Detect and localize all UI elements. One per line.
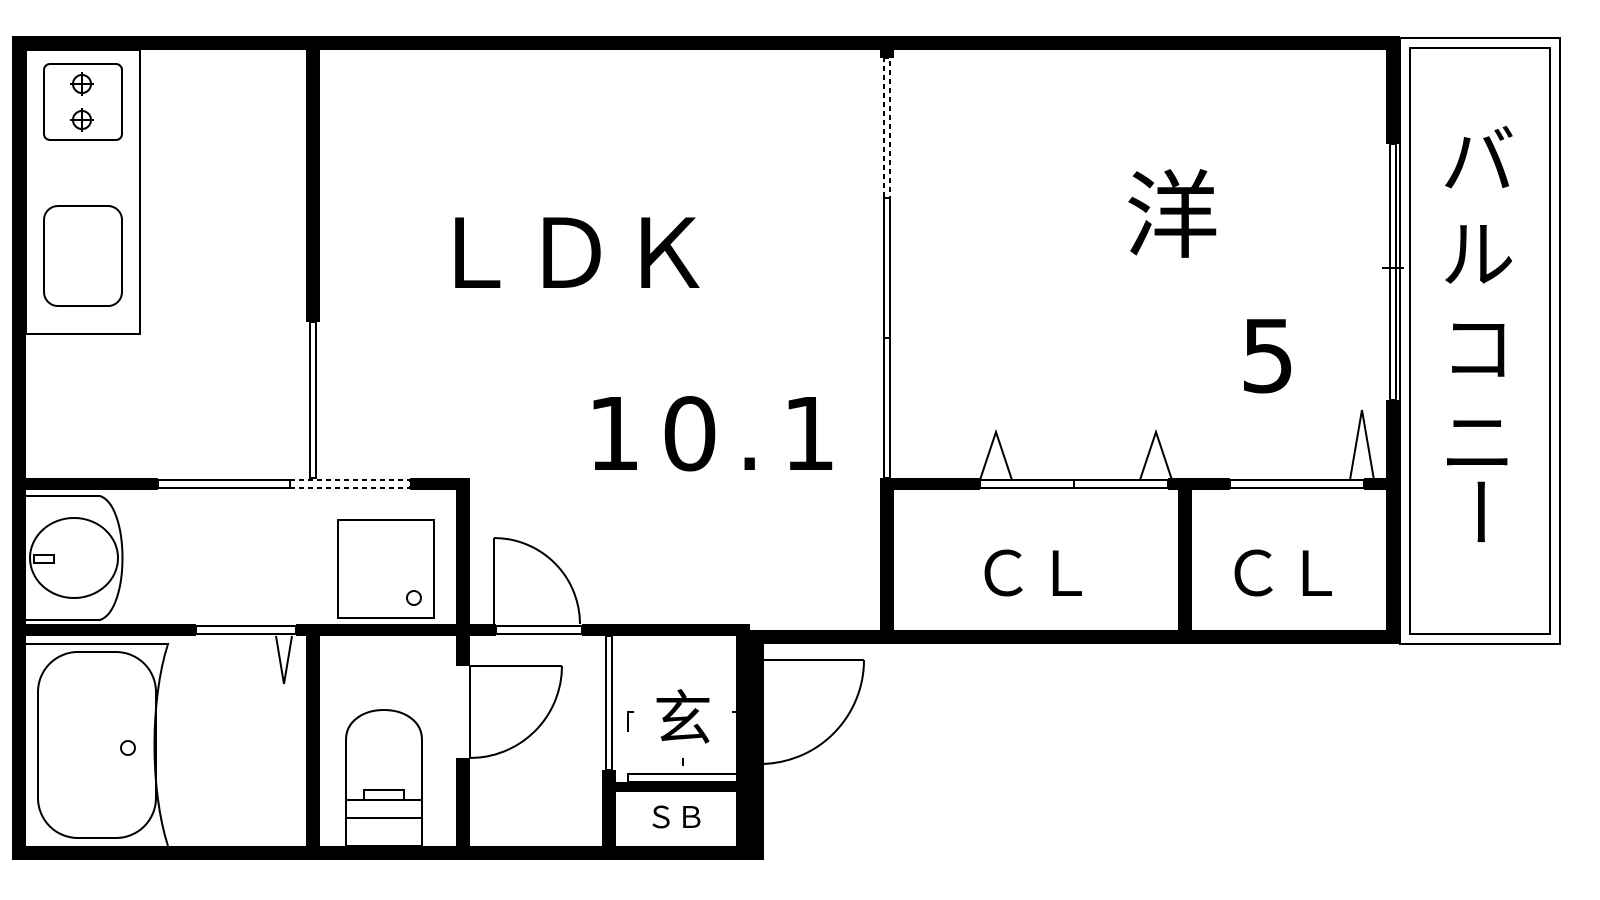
- bath-door-icon: [275, 635, 293, 685]
- balcony-label-char: ニ: [1440, 399, 1516, 488]
- shoe-box-label: ＳＢ: [646, 801, 706, 836]
- closet-2-label: ＣＬ: [1222, 538, 1346, 611]
- interior-walls: [26, 50, 1404, 846]
- balcony-label-char: ル: [1440, 211, 1516, 300]
- sink-icon: [43, 205, 123, 307]
- kitchen-counter: [25, 49, 141, 335]
- balcony-label-char: バ: [1440, 117, 1516, 206]
- balcony-label-char: コ: [1440, 305, 1516, 394]
- outer-walls: [12, 36, 1400, 860]
- stove-icon: [43, 63, 123, 141]
- western-size-label: 5: [1236, 299, 1300, 416]
- entrance-label: 玄: [653, 685, 713, 755]
- washbasin-icon: [26, 495, 124, 621]
- entrance-step: [627, 711, 739, 766]
- balcony-label-char: ー: [1434, 474, 1523, 550]
- ldk-size-label: 10.1: [583, 377, 854, 494]
- door-swing-icon: [469, 537, 865, 765]
- toilet-icon: [345, 709, 423, 847]
- balcony-label: バ ル コ ニ ー: [1434, 117, 1523, 550]
- bathtub-icon: [26, 643, 170, 847]
- closet-door-icon: [979, 409, 1375, 481]
- closet-1-label: ＣＬ: [972, 538, 1096, 611]
- balcony-rail: [1399, 37, 1561, 645]
- washing-machine-icon: [337, 519, 435, 619]
- western-room-label: 洋: [1124, 161, 1220, 273]
- ldk-room-label: ＬＤＫ: [426, 199, 714, 311]
